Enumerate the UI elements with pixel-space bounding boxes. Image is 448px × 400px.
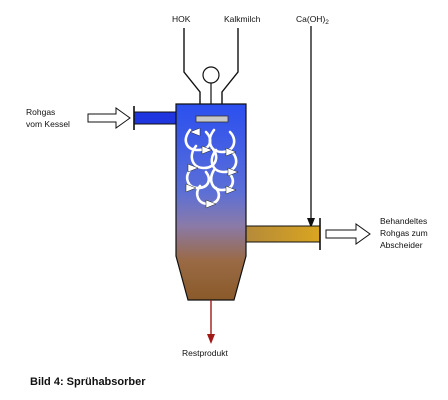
caoh2-arrowhead-icon	[307, 218, 315, 228]
label-kalkmilch: Kalkmilch	[224, 14, 261, 24]
restprodukt-arrowhead-icon	[207, 334, 215, 344]
label-hok: HOK	[172, 14, 191, 24]
swirl-arrowheads	[185, 127, 239, 209]
label-behandeltes-line3: Abscheider	[380, 240, 423, 250]
label-rohgas-line2: vom Kessel	[26, 119, 70, 129]
inlet-pipe	[133, 111, 177, 125]
feed-pump-icon	[202, 66, 220, 84]
kalkmilch-feed-line	[221, 28, 239, 104]
atomizer-nozzle	[195, 115, 229, 123]
label-behandeltes-line1: Behandeltes	[380, 216, 427, 226]
swirl-arrow-icon	[210, 148, 238, 174]
label-behandeltes-line2: Rohgas zum	[380, 228, 428, 238]
figure-caption: Bild 4: Sprühabsorber	[30, 376, 146, 388]
spray-swirl-group	[184, 128, 238, 206]
label-caoh2: Ca(OH)2	[296, 14, 329, 26]
outlet-duct	[245, 225, 321, 243]
swirl-arrow-icon	[209, 168, 235, 192]
swirl-arrow-icon	[208, 128, 236, 154]
label-restprodukt: Restprodukt	[182, 348, 228, 358]
label-rohgas-line1: Rohgas	[26, 107, 55, 117]
swirl-arrow-icon	[190, 144, 218, 170]
outlet-hollow-arrow-icon	[325, 223, 371, 245]
hok-feed-line	[183, 28, 201, 104]
inlet-hollow-arrow-icon	[87, 107, 131, 129]
